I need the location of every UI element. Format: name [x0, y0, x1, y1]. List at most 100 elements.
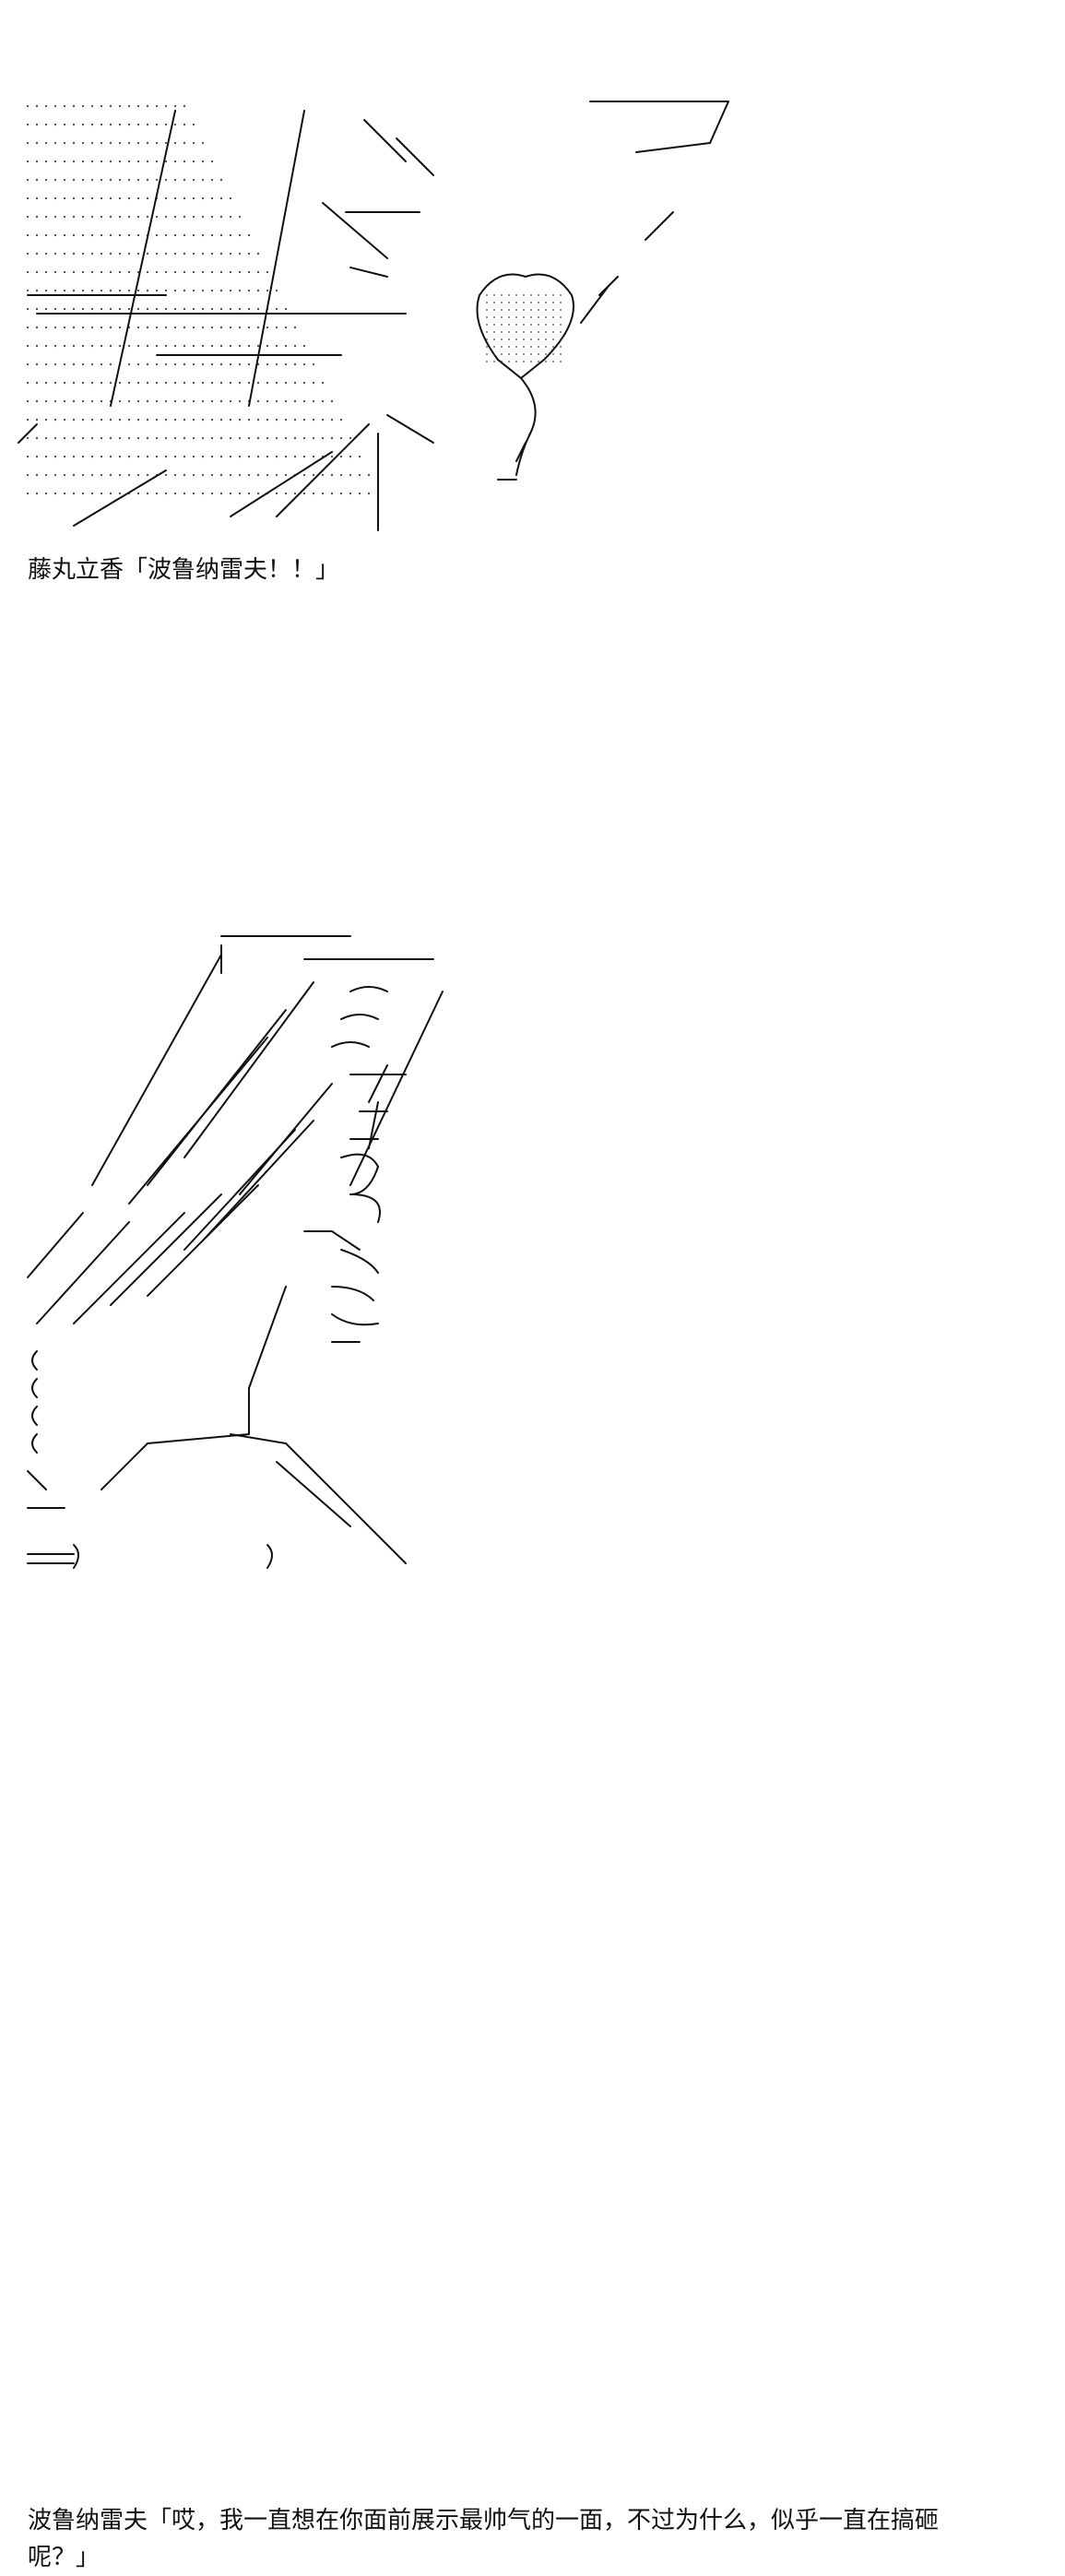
ascii-dot [155, 233, 159, 237]
ascii-dot [53, 399, 57, 403]
ascii-dot [173, 123, 177, 126]
ascii-dot [515, 324, 517, 326]
ascii-dot [81, 289, 85, 292]
ascii-dot [44, 399, 48, 403]
ascii-dot [560, 316, 562, 318]
ascii-dot [164, 455, 168, 458]
ascii-dot [118, 307, 122, 311]
ascii-dot [210, 196, 214, 200]
ascii-dot [275, 418, 278, 421]
ascii-dot [238, 455, 242, 458]
ascii-dot [90, 196, 94, 200]
ascii-dot [523, 353, 525, 355]
ascii-dot [63, 362, 66, 366]
ascii-dot [109, 326, 112, 329]
ascii-dot [256, 270, 260, 274]
ascii-dot [53, 215, 57, 219]
ascii-dot [90, 344, 94, 348]
ascii-dot [312, 436, 315, 440]
ascii-dot [256, 344, 260, 348]
ascii-dot [118, 123, 122, 126]
ascii-dot [330, 455, 334, 458]
ascii-dot [35, 141, 39, 145]
ascii-dot [192, 307, 195, 311]
ascii-dot [266, 455, 269, 458]
ascii-dot [219, 252, 223, 255]
ascii-dot [127, 436, 131, 440]
ascii-dot [53, 160, 57, 163]
ascii-dot [164, 160, 168, 163]
ascii-dot [192, 123, 195, 126]
ascii-dot [552, 353, 554, 355]
ascii-dot [100, 289, 103, 292]
ascii-dot [275, 492, 278, 495]
ascii-dot [210, 436, 214, 440]
ascii-dot [312, 381, 315, 385]
panel-2-caption: 波鲁纳雷夫「哎，我一直想在你面前展示最帅气的一面，不过为什么，似乎一直在搞砸呢？… [28, 2507, 940, 2571]
ascii-dot [201, 160, 205, 163]
ascii-dot [127, 215, 131, 219]
ascii-dot [146, 436, 149, 440]
ascii-dot [173, 252, 177, 255]
ascii-dot [192, 215, 195, 219]
ascii-dot [44, 473, 48, 477]
ascii-dot [146, 252, 149, 255]
ascii-dot [164, 381, 168, 385]
ascii-dot [183, 160, 186, 163]
ascii-dot [284, 307, 288, 311]
ascii-dot [127, 399, 131, 403]
ascii-dot [155, 307, 159, 311]
ascii-dot [35, 455, 39, 458]
ascii-dot [330, 399, 334, 403]
ascii-dot [44, 362, 48, 366]
ascii-dot [201, 307, 205, 311]
ascii-dot [275, 344, 278, 348]
ascii-dot [26, 326, 30, 329]
ascii-dot [44, 436, 48, 440]
ascii-dot [90, 399, 94, 403]
ascii-dot [90, 381, 94, 385]
ascii-dot [81, 455, 85, 458]
ascii-dot [118, 473, 122, 477]
ascii-dot [63, 381, 66, 385]
ascii-dot [146, 270, 149, 274]
heart-balloon-shape [476, 273, 619, 481]
ascii-dot [486, 346, 488, 348]
ascii-dot [35, 473, 39, 477]
ascii-dot [118, 270, 122, 274]
ascii-dot [302, 399, 306, 403]
ascii-dot [53, 233, 57, 237]
ascii-dot [321, 473, 325, 477]
ascii-dot [35, 326, 39, 329]
ascii-dot [35, 307, 39, 311]
ascii-dot [164, 252, 168, 255]
ascii-dot [493, 302, 495, 303]
ascii-dot [109, 492, 112, 495]
ascii-dot [109, 215, 112, 219]
ascii-dot [100, 160, 103, 163]
ascii-dot [164, 344, 168, 348]
ascii-dot [35, 178, 39, 182]
ascii-dot [256, 326, 260, 329]
ascii-dot [35, 289, 39, 292]
ascii-dot [515, 361, 517, 362]
ascii-dot [127, 418, 131, 421]
ascii-dot [545, 361, 547, 362]
ascii-dot [44, 326, 48, 329]
ascii-dot [493, 338, 495, 340]
ascii-dot [44, 178, 48, 182]
ascii-dot [508, 316, 510, 318]
ascii-dot [72, 233, 76, 237]
ascii-dot [63, 418, 66, 421]
ascii-dot [118, 436, 122, 440]
ascii-dot [81, 196, 85, 200]
ascii-dot [508, 338, 510, 340]
ascii-dot [53, 492, 57, 495]
ascii-dot [44, 270, 48, 274]
ascii-dot [63, 455, 66, 458]
ascii-dot [486, 309, 488, 311]
ascii-dot [229, 473, 232, 477]
ascii-dot [312, 455, 315, 458]
ascii-dot [367, 492, 371, 495]
ascii-dot [210, 362, 214, 366]
